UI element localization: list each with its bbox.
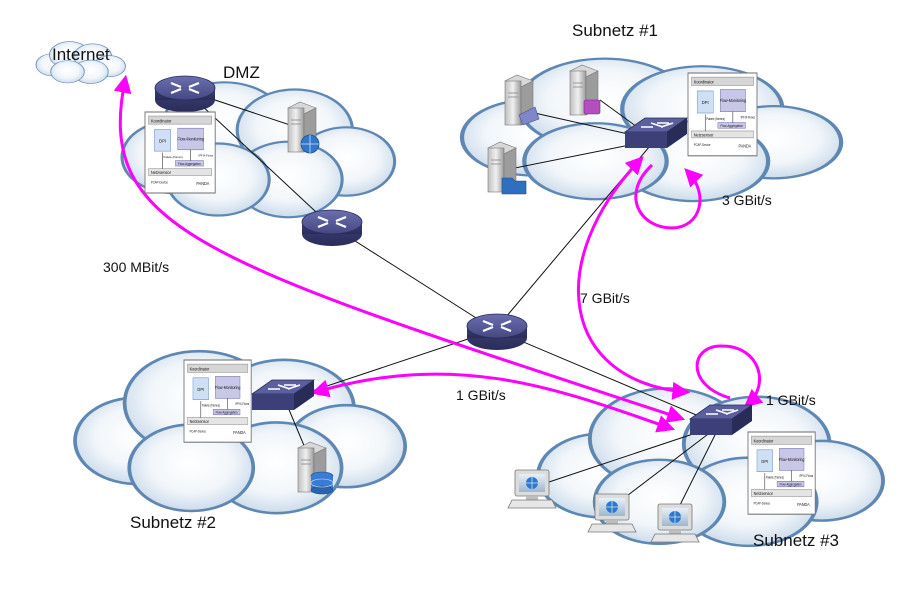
panda-label-flow-monitoring: Flow-Monitoring bbox=[215, 384, 240, 389]
panda-label-pcap: PCAP-Device bbox=[754, 501, 771, 505]
flow-subnet1-loop bbox=[634, 163, 704, 230]
panda-label-ipfix: IPFIX-Flows bbox=[235, 402, 249, 406]
cloud-label-subnet1: Subnetz #1 bbox=[572, 21, 658, 40]
rate-label-3gbit: 3 GBit/s bbox=[722, 192, 772, 208]
panda-label-flow-monitoring: Flow-Monitoring bbox=[177, 136, 204, 141]
panda-label-ipfix: IPFIX-Flows bbox=[741, 115, 756, 119]
panda-label-brand: PANDA bbox=[196, 181, 209, 186]
panda-label-net-sensor: Netzsensor bbox=[694, 132, 714, 137]
workstation-icon bbox=[587, 493, 637, 533]
panda-label-flow-monitoring: Flow-Monitoring bbox=[720, 98, 746, 103]
panda-label-pcap: PCAP-Device bbox=[694, 143, 711, 147]
panda-label-packets: Pakete (frames) bbox=[766, 475, 784, 479]
workstation-icon bbox=[650, 503, 700, 543]
rate-label-300mbit: 300 MBit/s bbox=[103, 259, 169, 275]
workstation-icon bbox=[507, 469, 557, 509]
panda-label-packets: Pakete (frames) bbox=[164, 155, 183, 159]
panda-label-dpi: DPI bbox=[159, 138, 166, 143]
router-icon bbox=[465, 312, 529, 352]
router-icon bbox=[153, 74, 217, 114]
server-icon bbox=[569, 64, 601, 116]
panda-label-flow-aggregation: Flow-Aggregation bbox=[216, 410, 238, 414]
rate-label-1gbit-subnet2: 1 GBit/s bbox=[456, 387, 506, 403]
panda-label-net-sensor: Netzsensor bbox=[151, 170, 172, 175]
file-server-icon bbox=[487, 141, 527, 195]
panda-label-ipfix: IPFIX-Flows bbox=[799, 474, 813, 478]
router-icon bbox=[300, 208, 364, 248]
flow-subnet2-to-subnet3 bbox=[310, 372, 676, 433]
panda-label-ipfix: IPFIX-Flows bbox=[199, 153, 214, 157]
panda-label-flow-monitoring: Flow-Monitoring bbox=[779, 456, 804, 461]
rate-label-7gbit: 7 GBit/s bbox=[580, 290, 630, 306]
panda-label-brand: PANDA bbox=[797, 502, 810, 507]
panda-label-net-sensor: Netzsensor bbox=[754, 491, 774, 496]
panda-label-packets: Pakete (frames) bbox=[706, 117, 725, 121]
panda-label-packets: Pakete (frames) bbox=[202, 403, 220, 407]
server-icon bbox=[504, 74, 540, 126]
panda-label-dpi: DPI bbox=[197, 386, 204, 391]
database-server-icon bbox=[297, 441, 334, 495]
cloud-label-internet: Internet bbox=[52, 45, 110, 64]
panda-label-dpi: DPI bbox=[761, 458, 768, 463]
panda-label-pcap: PCAP-Device bbox=[151, 180, 168, 184]
panda-label-net-sensor: Netzsensor bbox=[190, 419, 210, 424]
panda-label-dpi: DPI bbox=[702, 100, 709, 105]
cloud-label-subnet3: Subnetz #3 bbox=[753, 531, 839, 550]
web-server-icon bbox=[287, 101, 320, 154]
panda-label-pcap: PCAP-Device bbox=[190, 429, 207, 433]
flow-subnet3-loop bbox=[695, 344, 764, 408]
panda-label-brand: PANDA bbox=[233, 430, 246, 435]
panda-label-coordinator: Koordinator bbox=[754, 438, 774, 443]
panda-label-flow-aggregation: Flow-Aggregation bbox=[720, 124, 743, 128]
rate-label-1gbit-loop: 1 GBit/s bbox=[766, 392, 816, 408]
traffic-flows bbox=[113, 74, 764, 433]
flow-subnet1-to-subnet3 bbox=[577, 156, 691, 400]
panda-label-coordinator: Koordinator bbox=[190, 366, 210, 371]
panda-label-brand: PANDA bbox=[738, 143, 751, 148]
cloud-label-subnet2: Subnetz #2 bbox=[130, 513, 216, 532]
flow-internet-to-subnet3 bbox=[113, 74, 686, 423]
cloud-label-dmz: DMZ bbox=[223, 63, 260, 82]
panda-label-coordinator: Koordinator bbox=[694, 79, 715, 84]
panda-label-coordinator: Koordinator bbox=[151, 118, 172, 123]
panda-label-flow-aggregation: Flow-Aggregation bbox=[178, 162, 201, 166]
panda-label-flow-aggregation: Flow-Aggregation bbox=[780, 482, 802, 486]
